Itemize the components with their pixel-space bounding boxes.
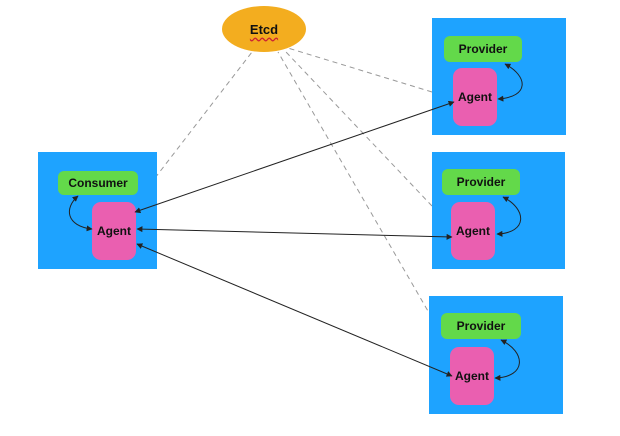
arrow-consumer-provider-2 xyxy=(136,226,453,240)
arrow-consumer-provider-1 xyxy=(134,100,455,214)
etcd-link-provider-1 xyxy=(287,47,433,93)
arrow-consumer-provider-3 xyxy=(136,243,453,377)
etcd-label: Etcd xyxy=(249,21,279,37)
consumer-agent: Agent xyxy=(92,202,136,260)
provider-2-agent: Agent xyxy=(451,202,495,260)
arrow-provider-2-loop xyxy=(496,196,522,237)
consumer-label: Consumer xyxy=(58,171,138,195)
provider-1-label: Provider xyxy=(444,36,522,62)
provider-3-agent: Agent xyxy=(450,347,494,405)
arrow-consumer-loop xyxy=(68,195,93,232)
arrow-provider-3-loop xyxy=(494,339,520,381)
etcd-node: Etcd xyxy=(222,6,306,52)
arrow-provider-1-loop xyxy=(497,63,523,102)
provider-3-label: Provider xyxy=(441,313,521,339)
provider-2-label: Provider xyxy=(442,169,520,195)
provider-1-agent: Agent xyxy=(453,68,497,126)
